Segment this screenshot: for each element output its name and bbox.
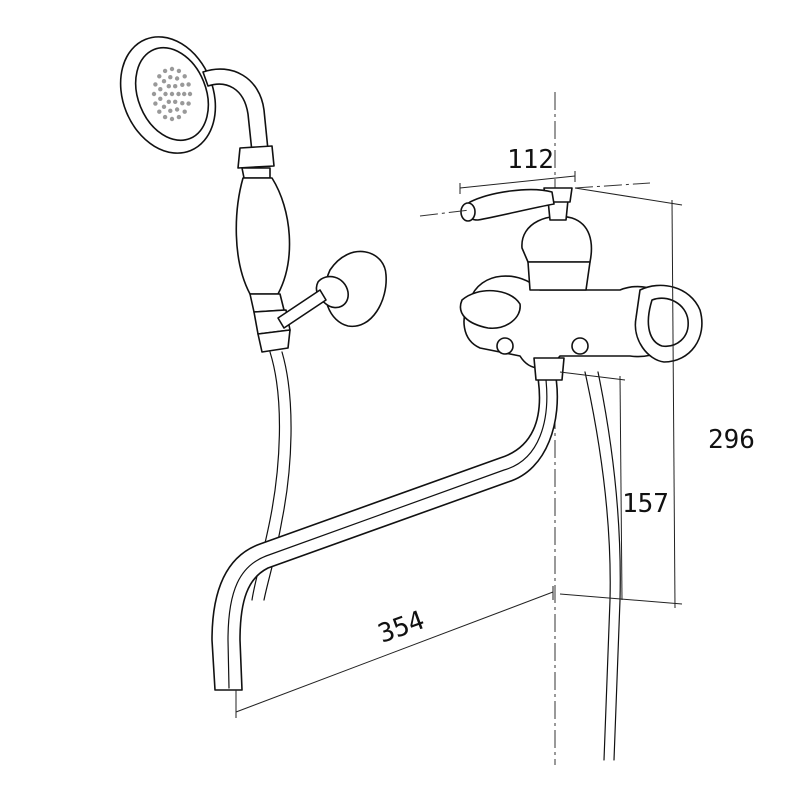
- nozzle-dot: [166, 84, 171, 89]
- dim-total-height: [559, 187, 683, 609]
- nozzle-dot: [182, 74, 187, 79]
- nozzle-dot: [157, 109, 162, 114]
- hand-shower-hose-edge: [263, 351, 292, 601]
- nozzle-dot: [151, 91, 157, 97]
- shower-head: [119, 36, 217, 154]
- mixer-body: [459, 187, 703, 381]
- shower-collar-ring: [241, 167, 271, 179]
- nozzle-pattern: [151, 66, 193, 122]
- nozzle-dot: [166, 99, 171, 105]
- nozzle-dot: [163, 91, 168, 97]
- nozzle-dot: [176, 68, 182, 74]
- nozzle-dot: [157, 74, 162, 79]
- dim-label-157: 157: [622, 489, 669, 519]
- nozzle-dot: [174, 107, 180, 112]
- lower-hose-edge: [597, 371, 621, 761]
- nozzle-dot: [158, 96, 163, 102]
- nozzle-dot: [158, 87, 163, 92]
- nozzle-dot: [168, 108, 173, 114]
- nozzle-dot: [161, 104, 167, 110]
- dim-label-354: 354: [374, 605, 428, 649]
- spout-highlight: [227, 379, 548, 689]
- nozzle-dot: [182, 91, 187, 97]
- shower-collar: [237, 145, 275, 169]
- nozzle-dot: [173, 84, 178, 89]
- dim-spout-length: [235, 586, 554, 718]
- nozzle-dot: [161, 79, 167, 84]
- nozzle-dot: [186, 101, 191, 106]
- nozzle-dot: [180, 82, 185, 88]
- nozzle-dot: [173, 99, 178, 105]
- nozzle-dot: [182, 109, 187, 114]
- shower-ceramic-grip: [235, 177, 291, 295]
- shower-hose-cone: [257, 329, 291, 353]
- shower-lower-collar: [249, 293, 285, 313]
- shower-wall-holder: [277, 250, 387, 329]
- swivel-spout: [211, 377, 559, 691]
- nozzle-dot: [169, 116, 175, 122]
- nozzle-dot: [174, 76, 180, 81]
- nozzle-dot: [168, 75, 173, 80]
- dim-label-296: 296: [708, 425, 755, 455]
- nozzle-dot: [153, 82, 158, 87]
- nozzle-dot: [180, 101, 185, 106]
- nozzle-dot: [162, 114, 168, 120]
- nozzle-dot: [162, 68, 168, 74]
- nozzle-dot: [176, 91, 181, 97]
- dim-label-112: 112: [507, 145, 554, 175]
- nozzle-dot: [187, 91, 193, 97]
- dim-handle-span: [419, 171, 651, 217]
- nozzle-dot: [169, 66, 175, 72]
- dim-outlet-height: [559, 371, 626, 601]
- nozzle-dot: [153, 101, 158, 106]
- nozzle-dot: [176, 114, 182, 120]
- nozzle-dot: [169, 91, 175, 97]
- lower-hose: [584, 371, 611, 761]
- nozzle-dot: [186, 82, 191, 87]
